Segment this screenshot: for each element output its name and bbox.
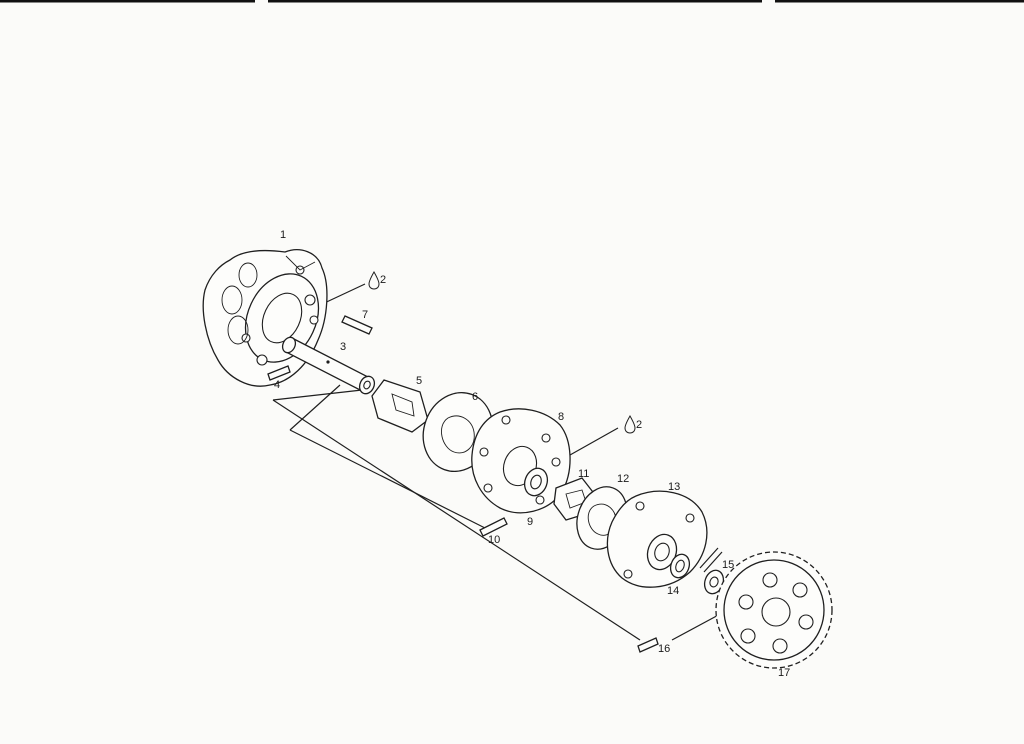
callout-8: 8	[558, 411, 564, 423]
connector-lines	[272, 283, 725, 641]
part-14-seal	[669, 553, 691, 579]
part-4-pin	[267, 365, 291, 381]
callout-5: 5	[416, 375, 422, 387]
part-7-pin	[341, 315, 373, 335]
callout-11: 11	[578, 468, 589, 480]
part-5-inner-rotor	[371, 379, 429, 433]
callout-16: 16	[658, 643, 670, 655]
callout-6: 6	[472, 391, 478, 403]
callout-1: 1	[280, 229, 286, 241]
callout-7: 7	[362, 309, 368, 321]
part-17-gear	[715, 551, 833, 669]
part-3-shaft	[281, 336, 376, 395]
callout-4: 4	[274, 379, 280, 391]
sealant-drop-icon	[624, 414, 636, 434]
part-9-seal	[523, 467, 549, 497]
callout-14: 14	[667, 585, 679, 597]
callout-13: 13	[668, 481, 680, 493]
callout-17: 17	[778, 667, 790, 679]
part-10-pin	[479, 517, 508, 537]
callout-2: 2	[636, 419, 642, 431]
sealant-drop-icon	[368, 270, 380, 290]
callout-10: 10	[488, 534, 500, 546]
part-16-pin	[637, 637, 659, 653]
callout-9: 9	[527, 516, 533, 528]
callout-12: 12	[617, 473, 629, 485]
callout-15: 15	[722, 559, 734, 571]
part-13-pump-cover	[606, 490, 708, 588]
callout-3: 3	[340, 341, 346, 353]
callout-2: 2	[380, 274, 386, 286]
part-15-circlip-washer	[699, 547, 725, 595]
callout-labels: 1 2 2 3 4 5 6 7 8 9 10 11 12 13 14 15 16…	[274, 229, 790, 679]
